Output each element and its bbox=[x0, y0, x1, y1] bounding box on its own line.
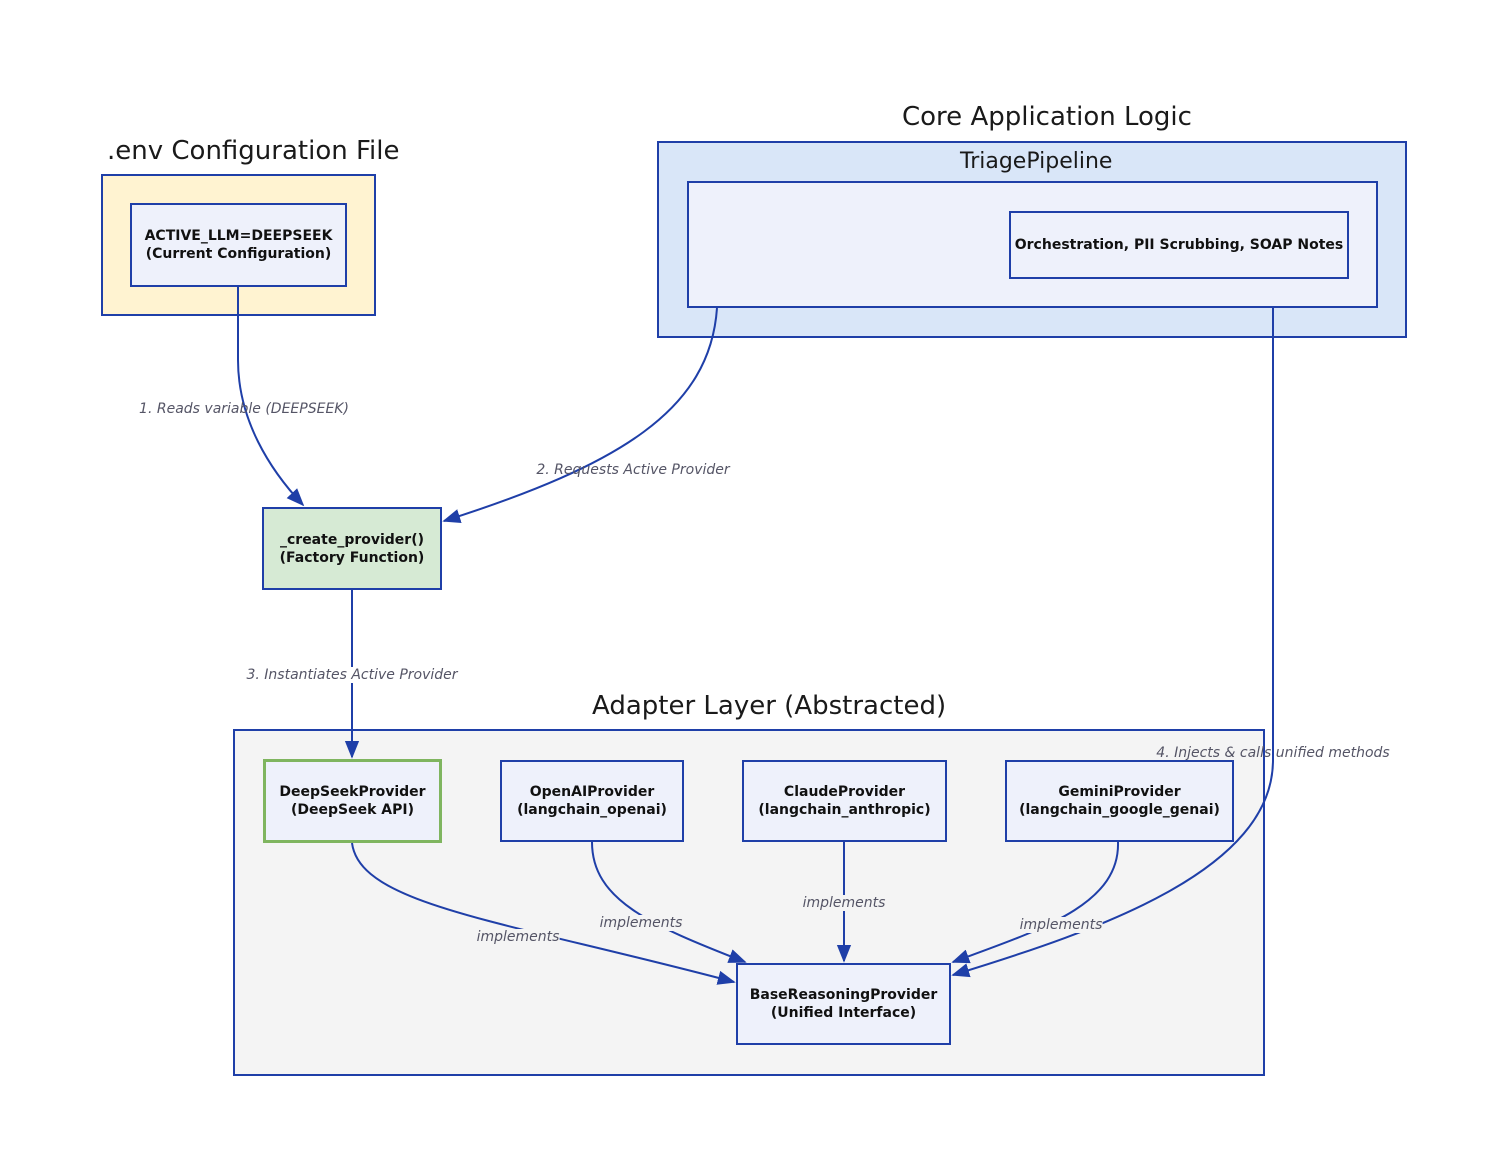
deepseek-sublabel: (DeepSeek API) bbox=[291, 802, 414, 818]
edge-label-injects: 4. Injects & calls unified methods bbox=[1156, 745, 1390, 761]
gemini-provider-node[interactable]: GeminiProvider (langchain_google_genai) bbox=[1005, 760, 1234, 842]
gemini-sublabel: (langchain_google_genai) bbox=[1019, 802, 1220, 818]
deepseek-label: DeepSeekProvider bbox=[279, 784, 426, 800]
edge-label-implements-claude: implements bbox=[802, 895, 886, 911]
edge-label-implements-openai: implements bbox=[599, 915, 683, 931]
edge-reads-variable bbox=[237, 287, 305, 507]
active-llm-sublabel: (Current Configuration) bbox=[145, 246, 332, 262]
orchestration-node[interactable]: Orchestration, PII Scrubbing, SOAP Notes bbox=[1009, 211, 1349, 279]
edge-label-instantiates: 3. Instantiates Active Provider bbox=[246, 667, 458, 683]
triage-pipeline-title: TriagePipeline bbox=[960, 149, 1113, 174]
base-reasoning-provider-node[interactable]: BaseReasoningProvider (Unified Interface… bbox=[736, 963, 951, 1045]
openai-provider-node[interactable]: OpenAIProvider (langchain_openai) bbox=[500, 760, 684, 842]
active-llm-node[interactable]: ACTIVE_LLM=DEEPSEEK (Current Configurati… bbox=[130, 203, 347, 287]
claude-sublabel: (langchain_anthropic) bbox=[758, 802, 931, 818]
factory-label: _create_provider() bbox=[279, 531, 425, 548]
base-label: BaseReasoningProvider bbox=[749, 987, 938, 1003]
orchestration-label: Orchestration, PII Scrubbing, SOAP Notes bbox=[1014, 237, 1344, 253]
env-cluster-title: .env Configuration File bbox=[107, 136, 400, 166]
claude-label: ClaudeProvider bbox=[783, 784, 906, 800]
openai-sublabel: (langchain_openai) bbox=[517, 802, 667, 818]
edge-label-reads: 1. Reads variable (DEEPSEEK) bbox=[139, 401, 349, 417]
edge-label-implements-gemini: implements bbox=[1019, 917, 1103, 933]
base-sublabel: (Unified Interface) bbox=[770, 1005, 917, 1021]
claude-provider-node[interactable]: ClaudeProvider (langchain_anthropic) bbox=[742, 760, 947, 842]
edge-label-requests: 2. Requests Active Provider bbox=[536, 462, 730, 478]
factory-sublabel: (Factory Function) bbox=[279, 549, 425, 566]
edge-label-implements-deepseek: implements bbox=[476, 929, 560, 945]
openai-label: OpenAIProvider bbox=[529, 784, 655, 800]
active-llm-label: ACTIVE_LLM=DEEPSEEK bbox=[144, 228, 333, 244]
adapter-cluster-title: Adapter Layer (Abstracted) bbox=[592, 691, 947, 721]
core-cluster-title: Core Application Logic bbox=[902, 102, 1192, 132]
factory-function-node[interactable]: _create_provider() (Factory Function) bbox=[262, 507, 442, 590]
gemini-label: GeminiProvider bbox=[1058, 784, 1181, 800]
deepseek-provider-node[interactable]: DeepSeekProvider (DeepSeek API) bbox=[263, 759, 442, 843]
edge-requests-provider bbox=[442, 307, 718, 523]
